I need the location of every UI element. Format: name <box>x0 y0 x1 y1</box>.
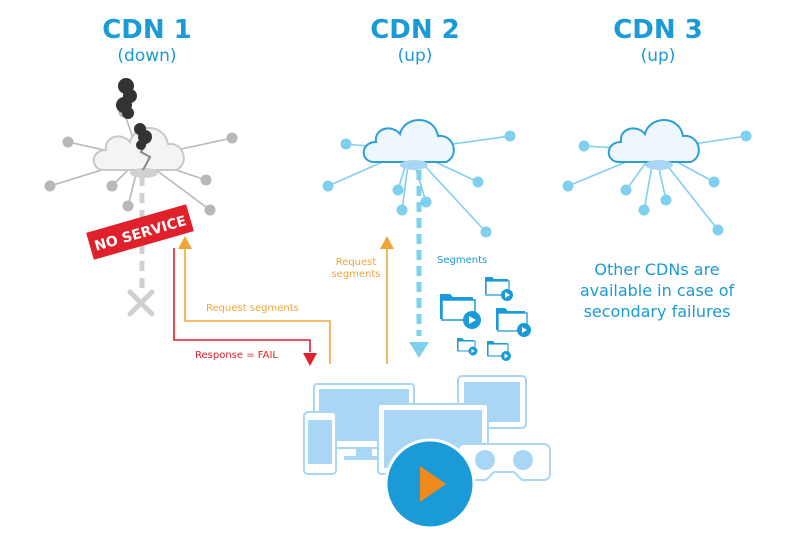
cdn3-title: CDN 3 <box>613 15 703 45</box>
cdn3-cloud-icon <box>607 119 700 170</box>
request-arrow-cdn2 <box>380 236 394 249</box>
cdn2-cloud-icon <box>362 119 455 170</box>
phone-icon <box>303 411 337 475</box>
folder-video-icon <box>487 341 511 361</box>
request-line-cdn1 <box>184 245 331 364</box>
request-arrow-cdn1 <box>178 236 192 249</box>
smoke-icon <box>116 78 152 150</box>
segment-arrow <box>409 342 429 358</box>
folder-video-icon <box>485 277 513 301</box>
response-fail-line <box>173 248 311 352</box>
cdn3-status: (up) <box>640 46 676 66</box>
cdn2-title: CDN 2 <box>370 15 460 45</box>
folder-video-icon <box>457 338 478 356</box>
cdn1-cloud-icon <box>92 127 185 178</box>
client-devices <box>303 375 551 530</box>
folder-video-icon <box>440 294 481 329</box>
segment-folders <box>440 277 531 361</box>
vr-headset-icon <box>457 443 551 481</box>
segments-label: Segments <box>437 255 488 266</box>
response-fail-label: Response = FAIL <box>195 350 278 361</box>
cdn1-status: (down) <box>117 46 177 66</box>
folder-video-icon <box>496 308 531 337</box>
other-cdns-note: Other CDNs are available in case of seco… <box>579 260 735 321</box>
cdn2-status: (up) <box>397 46 433 66</box>
blocked-x-icon <box>127 289 155 317</box>
request-segments-label: Request segments <box>206 303 299 314</box>
response-fail-arrow <box>303 353 317 366</box>
play-button-icon <box>384 438 476 530</box>
cdn1-title: CDN 1 <box>102 15 192 45</box>
request-segments-label-2: Request segments <box>331 257 381 280</box>
